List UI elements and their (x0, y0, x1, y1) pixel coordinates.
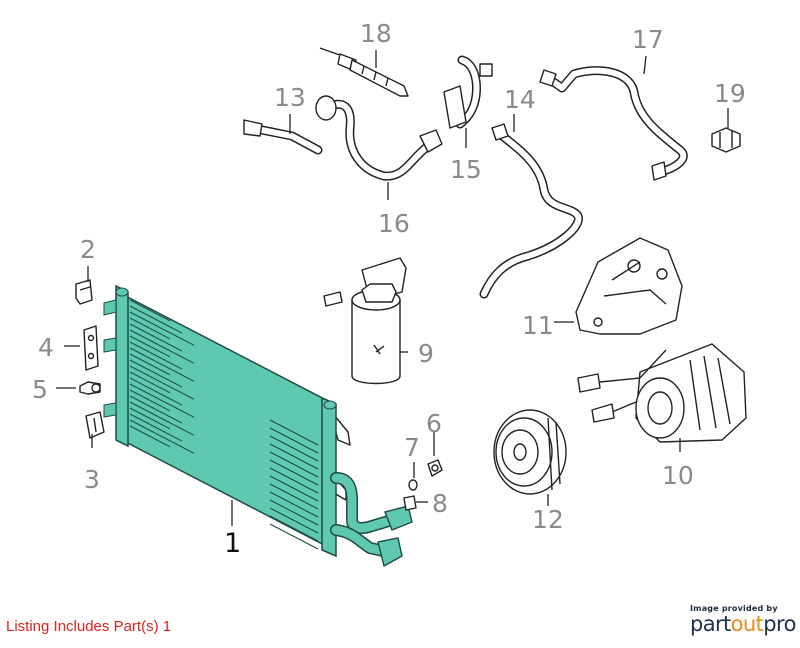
callout-18: 18 (360, 19, 392, 48)
oring-part-7[interactable] (408, 479, 418, 491)
condenser-fin (269, 451, 319, 478)
callout-5: 5 (32, 375, 48, 404)
condenser-fin (129, 365, 195, 400)
callout-13: 13 (274, 83, 306, 112)
callout-12: 12 (532, 505, 564, 534)
condenser-fin (269, 499, 319, 526)
clip-part-3[interactable] (85, 411, 105, 439)
callout-4: 4 (38, 333, 54, 362)
condenser-fin (129, 335, 171, 358)
condenser-fin (269, 459, 319, 486)
bolt-part-5[interactable] (79, 381, 101, 395)
callout-3: 3 (84, 465, 100, 494)
callout-11: 11 (522, 311, 554, 340)
callout-1: 1 (224, 528, 241, 559)
callout-10: 10 (662, 461, 694, 490)
condenser-fin (269, 507, 319, 534)
hose-part-13[interactable] (243, 119, 323, 155)
callout-15: 15 (450, 155, 482, 184)
condenser-fin (269, 435, 319, 462)
condenser-fin (129, 419, 195, 454)
condenser-fin (269, 419, 319, 446)
seal-part-8[interactable] (403, 495, 417, 511)
brand-part: part (690, 612, 731, 636)
hose-part-14[interactable] (479, 123, 583, 299)
hose-part-17[interactable] (539, 66, 688, 181)
bracket-part-4[interactable] (83, 325, 99, 371)
condenser-fin (129, 323, 183, 352)
switch-part-19[interactable] (711, 127, 741, 153)
receiver-drier-part-9[interactable] (323, 257, 407, 385)
condenser-fin (129, 401, 195, 436)
condenser-fin (129, 317, 171, 340)
valve-part-18[interactable] (319, 47, 409, 97)
callout-numbers: 1 2 3 4 5 6 7 8 9 10 11 12 13 14 15 16 1… (32, 19, 746, 559)
condenser-fin (129, 377, 183, 406)
condenser-fin (129, 389, 171, 412)
callout-9: 9 (418, 339, 434, 368)
compressor-part-10[interactable] (577, 343, 747, 443)
condenser-part-1[interactable] (103, 284, 413, 568)
leader-lines (56, 50, 729, 526)
condenser-fin (129, 305, 183, 334)
callout-2: 2 (80, 235, 96, 264)
brand-out: out (730, 612, 764, 636)
condenser-fin (129, 299, 171, 322)
condenser-fin (269, 475, 319, 502)
fitting-part-6[interactable] (427, 459, 443, 477)
condenser-fin (129, 341, 183, 370)
condenser-fin (129, 359, 183, 388)
condenser-fin (129, 329, 195, 364)
condenser-fin (129, 413, 183, 442)
condenser-fin (269, 443, 319, 470)
callout-7: 7 (404, 433, 420, 462)
line-part-15[interactable] (443, 55, 493, 129)
image-provided-by-text: Image provided by (690, 604, 778, 613)
condenser-fin (129, 407, 171, 430)
condenser-fin (129, 395, 183, 424)
callout-19: 19 (714, 79, 746, 108)
condenser-fin (129, 371, 171, 394)
condenser-fin (269, 483, 319, 510)
partoutpro-logo[interactable]: partoutpro (690, 612, 796, 636)
condenser-fin (129, 311, 195, 346)
hose-part-16[interactable] (315, 95, 443, 181)
callout-6: 6 (426, 409, 442, 438)
condenser-fin (269, 523, 319, 550)
callout-16: 16 (378, 209, 410, 238)
condenser-fin (129, 425, 171, 448)
condenser-fin (129, 353, 171, 376)
condenser-fin (269, 515, 319, 542)
condenser-fin (129, 383, 195, 418)
listing-includes-text: Listing Includes Part(s) 1 (6, 618, 172, 635)
callout-8: 8 (432, 489, 448, 518)
condenser-fin (129, 347, 195, 382)
compressor-bracket-part-11[interactable] (575, 237, 683, 335)
condenser-fin (269, 491, 319, 518)
condenser-fin (269, 427, 319, 454)
bracket-part-2[interactable] (75, 279, 93, 305)
condenser-fin (269, 467, 319, 494)
brand-pro: pro (763, 612, 796, 636)
callout-17: 17 (632, 25, 664, 54)
callout-14: 14 (504, 85, 536, 114)
clutch-pulley-part-12[interactable] (493, 409, 567, 495)
